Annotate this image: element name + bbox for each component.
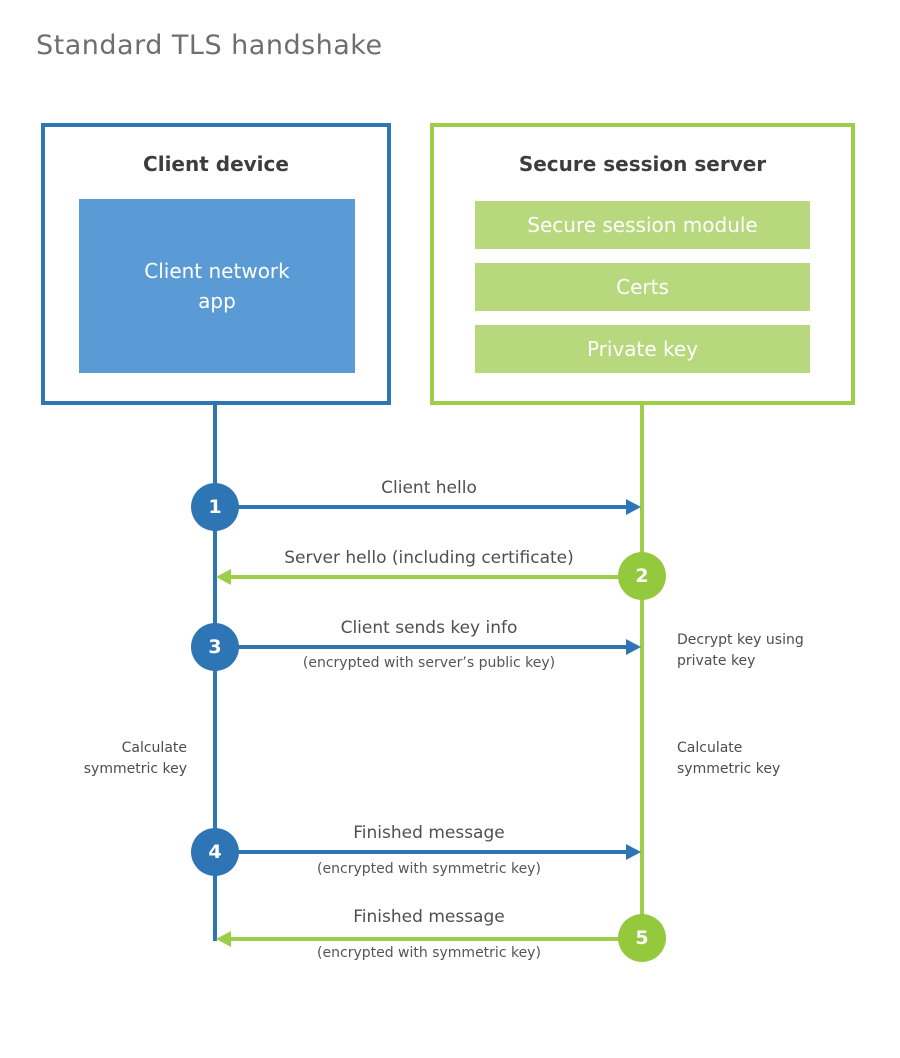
calc-right-line1: Calculate [677,740,743,756]
step3-label: Client sends key info [340,618,518,638]
step4-label: Finished message [353,823,505,843]
server-module-certs: Certs [475,263,810,311]
step4-badge: 4 [191,828,239,876]
step3-arrowhead-right-icon [626,639,641,655]
step3-arrow-line [215,645,627,649]
step1-arrowhead-right-icon [626,499,641,515]
calc-right-line2: symmetric key [677,761,781,777]
step4-arrow-line [215,850,627,854]
decrypt-key-note: Decrypt key using private key [677,630,827,672]
server-lifeline [640,405,644,938]
step3-sublabel: (encrypted with server’s public key) [302,655,556,671]
step4-arrowhead-right-icon [626,844,641,860]
client-app-label-line1: Client network [144,259,290,283]
server-title: Secure session server [518,152,767,176]
page-title: Standard TLS handshake [36,30,383,61]
step4-sublabel: (encrypted with symmetric key) [317,861,541,877]
step3-badge: 3 [191,623,239,671]
step5-sublabel: (encrypted with symmetric key) [317,945,541,961]
decrypt-key-note-line2: private key [677,653,756,669]
step5-arrowhead-left-icon [216,931,231,947]
client-device-title: Client device [143,152,289,176]
step2-badge: 2 [618,552,666,600]
step1-arrow-line [215,505,627,509]
step5-label: Finished message [353,907,505,927]
calculate-symmetric-key-server-note: Calculate symmetric key [677,738,807,780]
step1-label: Client hello [381,478,477,498]
server-module-private-key: Private key [475,325,810,373]
calc-left-line1: Calculate [121,740,187,756]
step5-arrow-line [231,937,642,941]
step5-badge: 5 [618,914,666,962]
decrypt-key-note-line1: Decrypt key using [677,632,804,648]
calculate-symmetric-key-client-note: Calculate symmetric key [60,738,187,780]
calc-left-line2: symmetric key [83,761,187,777]
step1-badge: 1 [191,483,239,531]
server-module-secure-session: Secure session module [475,201,810,249]
step2-label: Server hello (including certificate) [284,548,574,568]
step2-arrow-line [231,575,642,579]
client-network-app-box: Client network app [79,199,355,373]
client-app-label-line2: app [198,289,236,313]
client-lifeline [213,405,217,941]
step2-arrowhead-left-icon [216,569,231,585]
